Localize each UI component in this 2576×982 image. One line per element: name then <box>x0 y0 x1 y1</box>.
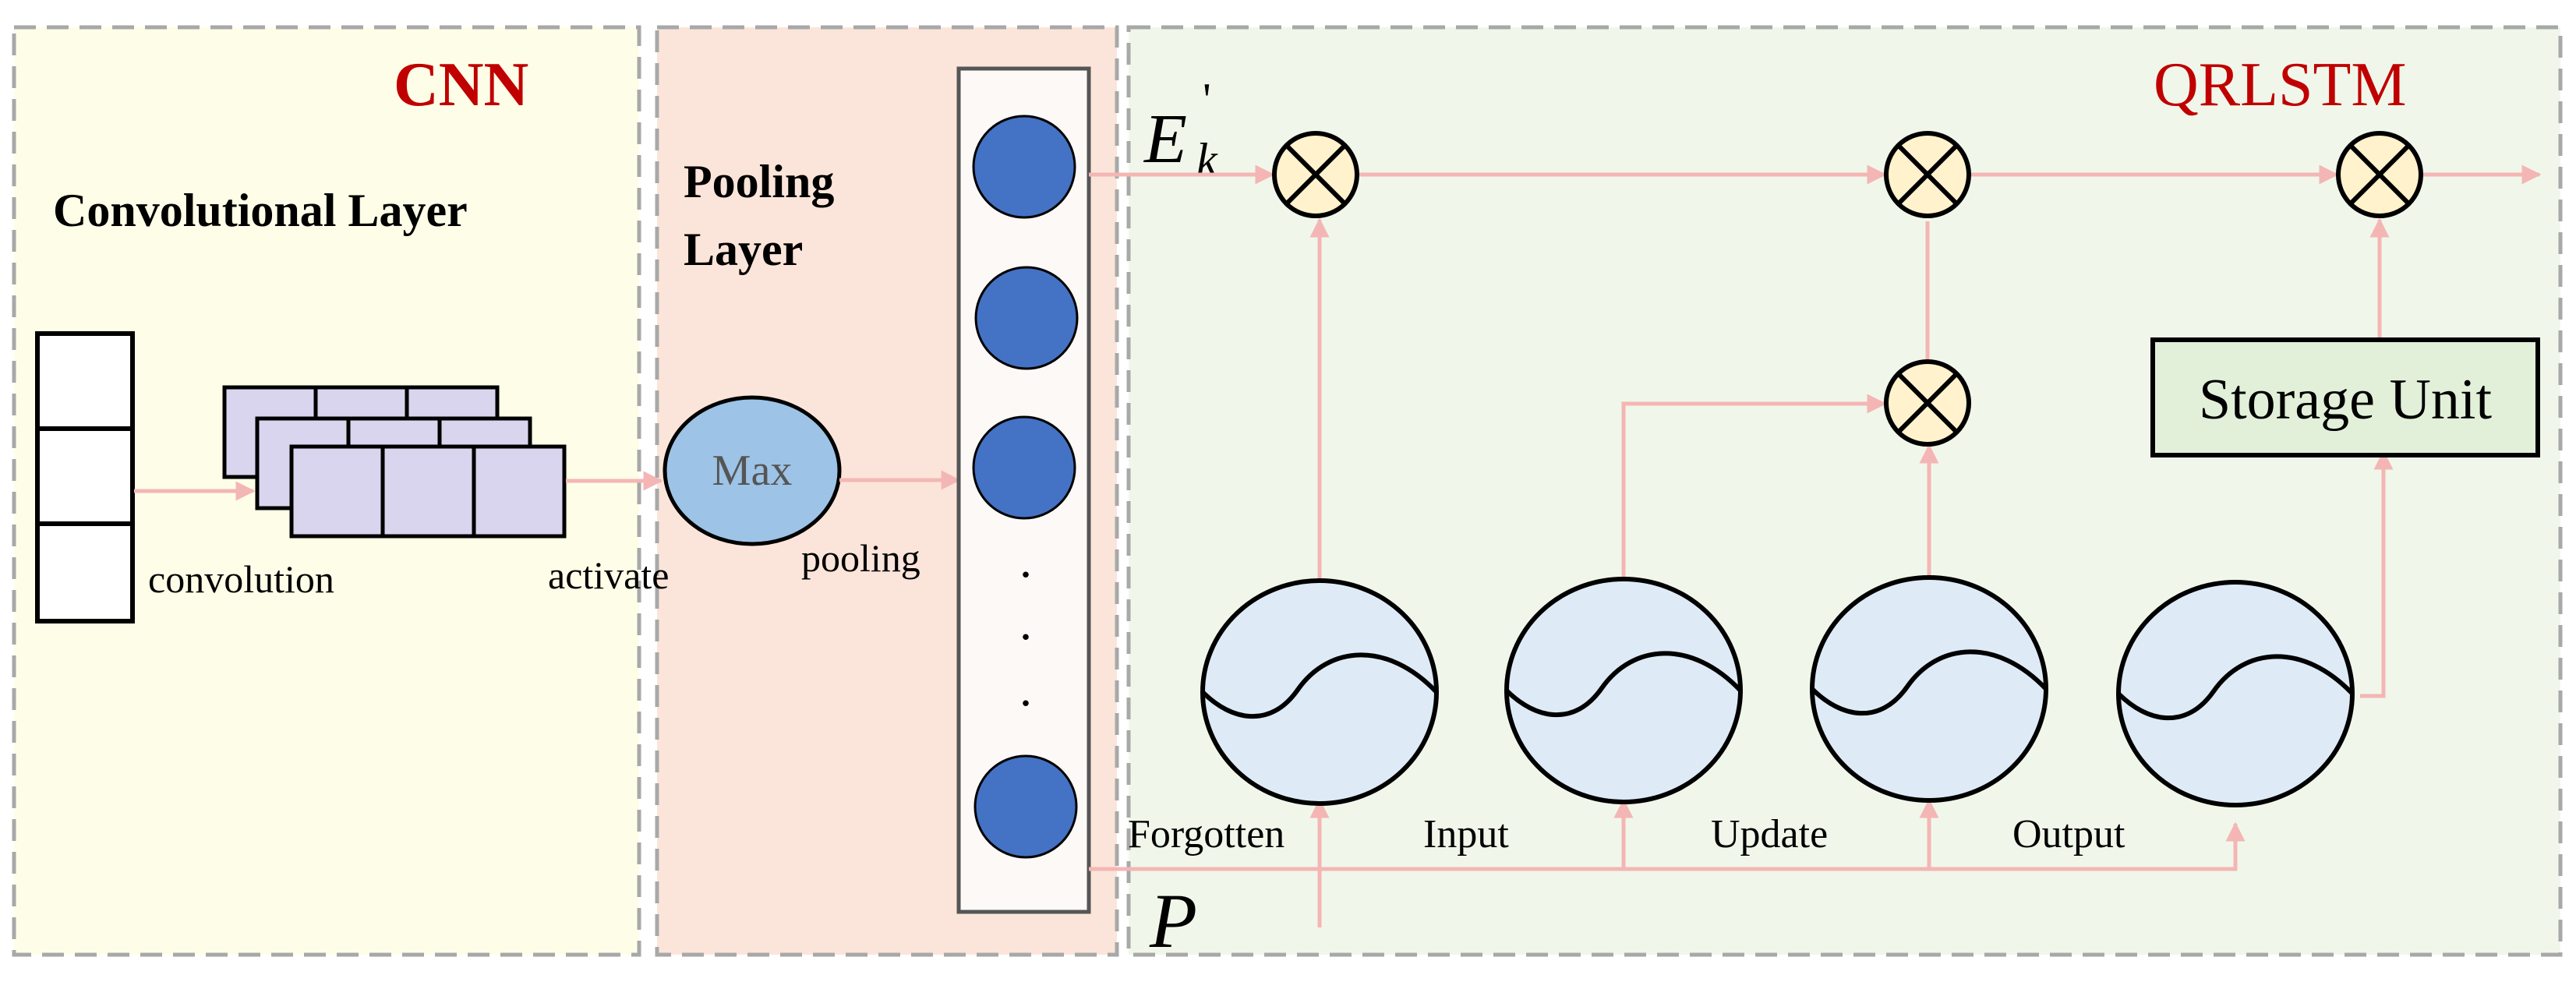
ellipsis-dot: . <box>1019 532 1032 588</box>
wave-gate-icon <box>2116 580 2355 807</box>
input-symbol-sup: ' <box>1203 74 1211 125</box>
feature-maps <box>222 385 567 539</box>
max-label: Max <box>712 447 793 495</box>
gate-forgotten <box>1200 578 1439 806</box>
max-pool-node <box>663 395 842 546</box>
wave-gate-icon <box>1504 577 1743 804</box>
gate-label-forgotten: Forgotten <box>1128 812 1284 857</box>
pooled-node <box>974 266 1079 370</box>
pooling-title-line2: Layer <box>684 224 803 275</box>
input-symbol: E ' k <box>1143 74 1218 185</box>
pooling-title-line1: Pooling <box>684 156 834 207</box>
conv-layer-label: Convolutional Layer <box>53 185 468 236</box>
cnn-title: CNN <box>394 51 528 119</box>
activate-label: activate <box>548 553 669 597</box>
gate-label-input: Input <box>1423 812 1509 857</box>
input-symbol-base: E <box>1143 101 1187 178</box>
multiply-node-1 <box>1272 131 1359 218</box>
storage-unit-box <box>2150 337 2540 457</box>
pooled-node <box>974 754 1078 859</box>
p-symbol: P <box>1149 878 1197 964</box>
pooling-label: pooling <box>801 536 921 580</box>
multiply-node-3 <box>2336 131 2423 218</box>
ellipsis-dot: . <box>1019 661 1032 716</box>
gate-input <box>1504 577 1743 804</box>
gate-label-update: Update <box>1711 812 1828 857</box>
storage-unit-label: Storage Unit <box>2199 368 2493 432</box>
pooled-node <box>972 415 1076 520</box>
gate-update <box>1810 575 2048 803</box>
multiply-node-middle <box>1884 359 1971 447</box>
ellipsis-dot: . <box>1019 595 1032 650</box>
wave-gate-icon <box>1810 575 2048 803</box>
gate-label-output: Output <box>2012 812 2125 857</box>
connections <box>1089 164 2542 927</box>
qrlstm-title: QRLSTM <box>2154 51 2407 119</box>
input-column <box>35 331 135 623</box>
gate-output <box>2116 580 2355 807</box>
convolution-label: convolution <box>148 557 334 601</box>
feature-map-front <box>289 444 567 539</box>
pooled-node <box>972 115 1076 219</box>
wave-gate-icon <box>1200 578 1439 806</box>
input-symbol-sub: k <box>1196 134 1218 185</box>
multiply-node-2 <box>1884 131 1971 218</box>
